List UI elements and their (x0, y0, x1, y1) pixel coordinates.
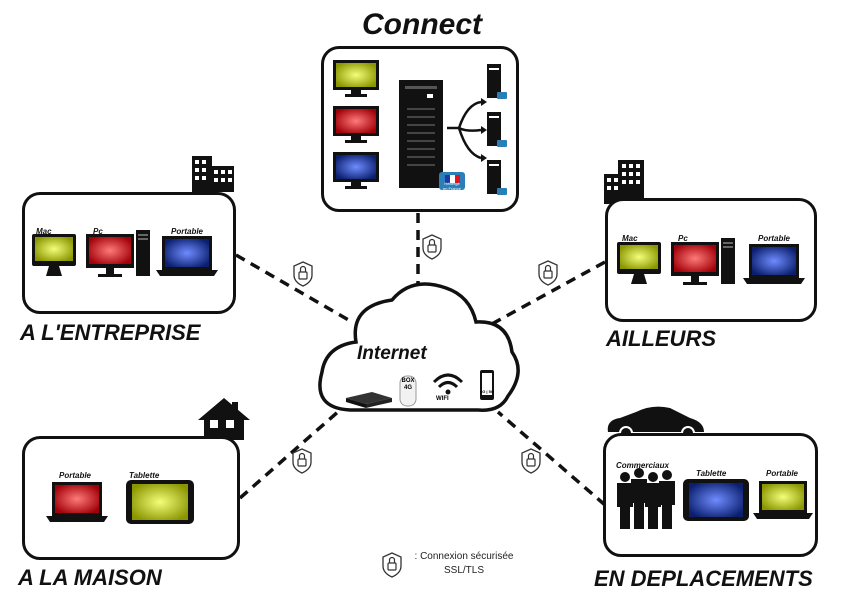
connector-elsewhere (489, 260, 606, 327)
mac-icon (32, 234, 76, 276)
office-building-icon (604, 160, 644, 204)
enterprise-panel: Mac Pc Portable (22, 192, 236, 314)
laptop-icon (46, 482, 108, 522)
pc-icon (671, 238, 735, 285)
home-panel: Portable Tablette (22, 436, 240, 560)
house-icon (198, 398, 250, 440)
france-hosting-badge (439, 172, 465, 190)
device-label-portable: Portable (171, 227, 204, 236)
pc-icon (86, 230, 150, 277)
tablet-icon (126, 480, 194, 524)
server-icon (487, 160, 507, 195)
france-hosting-label: Hébergé en France (442, 181, 461, 191)
connector-home (238, 408, 342, 500)
monitor-icon (333, 60, 379, 97)
salespeople-icon (617, 468, 675, 529)
legend-line1: : Connexion sécurisée (414, 551, 514, 562)
connector-travel (496, 410, 607, 507)
device-label-mac: Mac (622, 234, 638, 243)
travel-title: EN DEPLACEMENTS (594, 566, 813, 591)
elsewhere-panel: Mac Pc Portable (605, 198, 817, 322)
mobile-network-label: 4G | 5G (479, 389, 494, 394)
internet-cloud-icon (318, 282, 520, 412)
laptop-icon (156, 236, 218, 276)
enterprise-title: A L'ENTREPRISE (20, 320, 201, 345)
lock-icon (293, 261, 313, 287)
monitor-icon (333, 106, 379, 143)
device-label-tablette: Tablette (129, 471, 160, 480)
legend-line2: SSL/TLS (443, 565, 485, 576)
connect-panel (321, 46, 519, 212)
lock-icon (538, 260, 558, 286)
device-label-pc: Pc (93, 227, 103, 236)
connector-enterprise (235, 253, 353, 324)
home-devices (46, 480, 194, 524)
travel-devices (617, 468, 813, 529)
server-tower-icon (399, 80, 443, 188)
lock-icon (292, 448, 312, 474)
internet-label: Internet (357, 343, 427, 364)
distribution-arrows-icon (447, 98, 487, 162)
legend-lock-icon (382, 552, 402, 578)
device-label-portable: Portable (59, 471, 92, 480)
device-label-tablette: Tablette (696, 469, 727, 478)
connect-title: Connect (362, 8, 482, 41)
lock-icon (521, 448, 541, 474)
lock-icon (422, 234, 442, 260)
laptop-icon (753, 481, 813, 519)
router-icon (346, 392, 392, 408)
monitor-icon (333, 152, 379, 189)
tablet-icon (683, 479, 749, 521)
mac-icon (617, 242, 661, 284)
smartphone-icon (480, 370, 494, 400)
enterprise-devices (32, 230, 218, 277)
device-label-commerciaux: Commerciaux (616, 461, 669, 470)
box-4g-icon (399, 375, 417, 407)
server-icon (487, 112, 507, 147)
device-label-mac: Mac (36, 227, 52, 236)
datacenter-illustration (333, 60, 507, 195)
device-label-portable: Portable (758, 234, 791, 243)
home-title: A LA MAISON (18, 565, 162, 590)
box-4g-label: BOX 4G (401, 378, 415, 391)
elsewhere-devices (617, 238, 805, 285)
device-label-pc: Pc (678, 234, 688, 243)
laptop-icon (743, 244, 805, 284)
wifi-icon (432, 373, 464, 395)
office-building-icon (192, 156, 234, 192)
wifi-label: WIFI (436, 396, 449, 402)
elsewhere-title: AILLEURS (606, 326, 716, 351)
device-label-portable: Portable (766, 469, 799, 478)
travel-panel: Commerciaux Tablette Portable (603, 433, 818, 557)
server-icon (487, 64, 507, 99)
